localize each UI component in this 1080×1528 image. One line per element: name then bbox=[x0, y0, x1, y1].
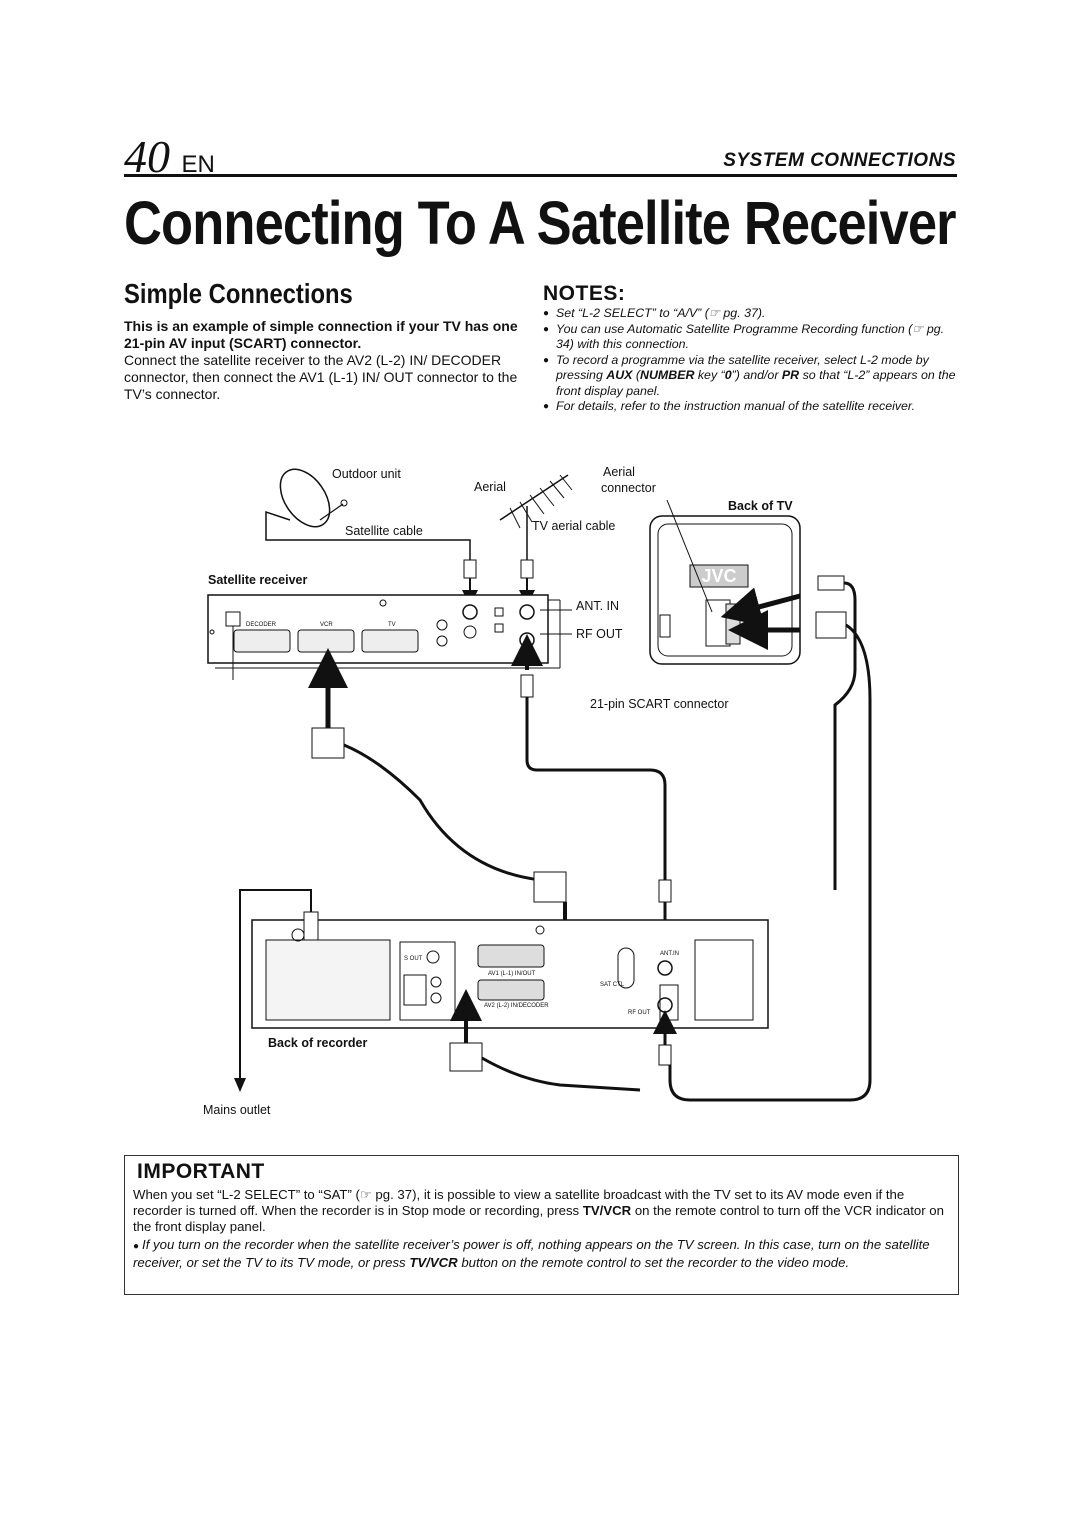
tv-back-panel: JVC bbox=[649, 515, 801, 665]
coax-cable bbox=[520, 674, 677, 972]
recorder-back-panel: S OUT AV1 (L-1) IN/OUT AV2 (L-2) IN/DECO… bbox=[251, 919, 769, 1029]
note-item: For details, refer to the instruction ma… bbox=[543, 399, 957, 415]
rec-s-out-label: S OUT bbox=[404, 956, 423, 962]
notes-title: NOTES: bbox=[543, 282, 626, 305]
page-number: 40 EN bbox=[124, 131, 215, 182]
tv-aerial-cable-label: TV aerial cable bbox=[532, 519, 615, 533]
pointing-hand-icon: ☞ bbox=[912, 321, 924, 336]
note-item: To record a programme via the satellite … bbox=[543, 353, 957, 400]
intro-text: This is an example of simple connection … bbox=[124, 318, 524, 403]
note-item: You can use Automatic Satellite Programm… bbox=[543, 322, 957, 353]
note-item: Set “L-2 SELECT” to “A/V” (☞ pg. 37). bbox=[543, 306, 957, 322]
rec-rf-out-label: RF OUT bbox=[628, 1010, 651, 1016]
pointing-hand-icon: ☞ bbox=[708, 306, 720, 320]
rec-av2-label: AV2 (L-2) IN/DECODER bbox=[484, 1003, 549, 1009]
mains-cable bbox=[234, 889, 319, 1092]
rf-out-label: RF OUT bbox=[576, 627, 623, 641]
rec-sat-ctl-label: SAT CTL bbox=[600, 982, 625, 988]
pointing-hand-icon: ☞ bbox=[359, 1187, 372, 1202]
rx-decoder-label: DECODER bbox=[246, 622, 277, 628]
page-title: Connecting To A Satellite Receiver bbox=[124, 189, 957, 257]
ant-in-label: ANT. IN bbox=[576, 599, 619, 613]
tv-logo: JVC bbox=[701, 566, 736, 586]
aerial-label: Aerial bbox=[474, 480, 506, 494]
satellite-dish-icon bbox=[265, 468, 471, 560]
satellite-receiver-panel: DECODER VCR TV bbox=[207, 594, 561, 680]
section-subtitle: Simple Connections bbox=[124, 278, 353, 309]
important-text: When you set “L-2 SELECT” to “SAT” (☞ pg… bbox=[133, 1187, 944, 1234]
important-box bbox=[124, 1155, 959, 1295]
notes-list: Set “L-2 SELECT” to “A/V” (☞ pg. 37). Yo… bbox=[543, 306, 957, 415]
intro-body: Connect the satellite receiver to the AV… bbox=[124, 352, 518, 402]
satellite-cable-label: Satellite cable bbox=[345, 524, 423, 538]
rec-ant-in-label: ANT.IN bbox=[660, 951, 679, 957]
header-rule bbox=[124, 174, 957, 177]
aerial-icon bbox=[499, 474, 573, 560]
scart-plug-icon bbox=[668, 575, 872, 1102]
mains-outlet-label: Mains outlet bbox=[203, 1103, 271, 1117]
intro-bold: This is an example of simple connection … bbox=[124, 318, 518, 351]
rx-vcr-label: VCR bbox=[320, 622, 333, 628]
aerial-connector-label-2: connector bbox=[601, 481, 656, 495]
connection-diagram: Outdoor unit Satellite cable Aerial Aeri… bbox=[203, 465, 872, 1117]
rec-av1-label: AV1 (L-1) IN/OUT bbox=[488, 971, 536, 977]
coax-plug-icon bbox=[462, 559, 535, 606]
scart-connector-label: 21-pin SCART connector bbox=[590, 697, 729, 711]
section-label: SYSTEM CONNECTIONS bbox=[723, 150, 956, 171]
aerial-connector-label-1: Aerial bbox=[603, 465, 635, 479]
satellite-receiver-label: Satellite receiver bbox=[208, 573, 308, 587]
important-bullet: ●If you turn on the recorder when the sa… bbox=[133, 1237, 930, 1270]
back-of-recorder-label: Back of recorder bbox=[268, 1036, 367, 1050]
scart-plug-icon bbox=[449, 989, 677, 1092]
bullet-icon: ● bbox=[133, 1241, 140, 1252]
back-of-tv-label: Back of TV bbox=[728, 499, 793, 513]
outdoor-unit-label: Outdoor unit bbox=[332, 467, 401, 481]
rx-tv-label: TV bbox=[388, 622, 396, 628]
important-title: IMPORTANT bbox=[137, 1160, 265, 1183]
